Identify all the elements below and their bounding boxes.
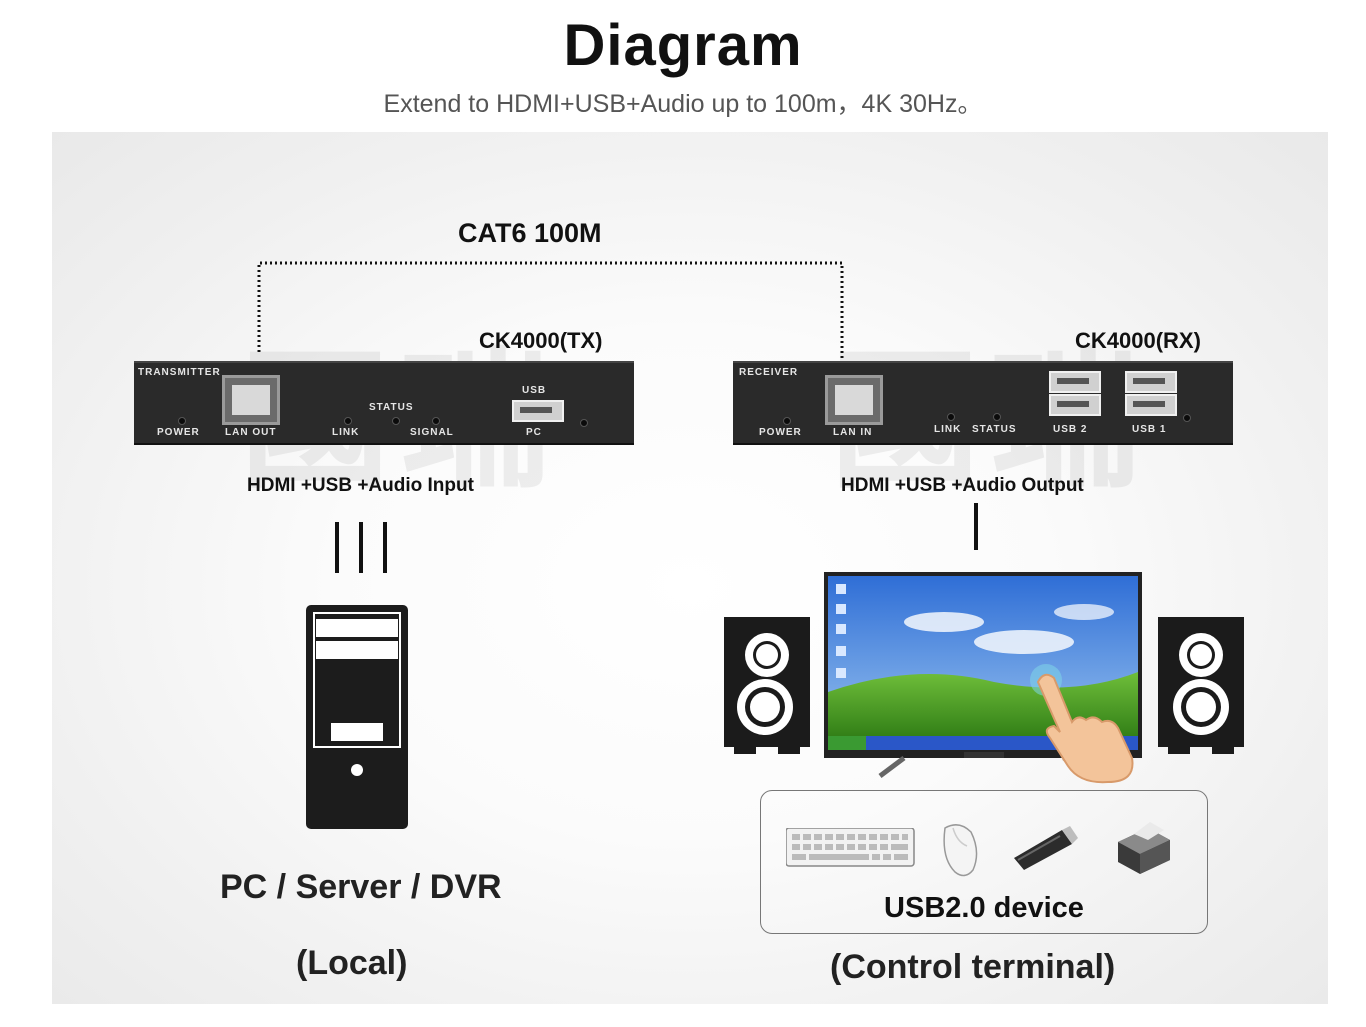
speaker-left-icon bbox=[724, 617, 810, 754]
tx-link-label: LINK bbox=[332, 427, 360, 438]
rx-power-label: POWER bbox=[759, 427, 802, 438]
rx-power-led bbox=[783, 417, 791, 425]
usb-flash-drive-icon bbox=[1014, 826, 1078, 870]
tx-io-label: HDMI +USB +Audio Input bbox=[247, 475, 474, 496]
rx-lan-port bbox=[825, 375, 883, 425]
tx-usb-port bbox=[512, 400, 564, 422]
page-subtitle: Extend to HDMI+USB+Audio up to 100m，4K 3… bbox=[383, 90, 983, 118]
tx-power-label: POWER bbox=[157, 427, 200, 438]
speaker-right-icon bbox=[1158, 617, 1244, 754]
power-led bbox=[178, 417, 186, 425]
rx-usb1-port-bottom bbox=[1125, 394, 1177, 416]
tx-status-label: STATUS bbox=[369, 402, 414, 413]
rx-link-label: LINK bbox=[934, 424, 962, 435]
rx-link-led bbox=[947, 413, 955, 421]
local-sublabel: (Local) bbox=[296, 944, 408, 982]
cable-label: CAT6 100M bbox=[458, 218, 602, 248]
mouse-icon bbox=[943, 824, 978, 877]
remote-sublabel: (Control terminal) bbox=[830, 948, 1116, 986]
receiver-model: CK4000(RX) bbox=[1075, 328, 1201, 353]
tx-extra-led bbox=[580, 419, 588, 427]
tx-signal-led bbox=[432, 417, 440, 425]
transmitter-device: TRANSMITTER POWER LAN OUT LINK STATUS SI… bbox=[134, 361, 634, 445]
keyboard-icon bbox=[786, 828, 915, 867]
usb-device-label: USB2.0 device bbox=[884, 892, 1084, 924]
rx-usb2-port-top bbox=[1049, 371, 1101, 393]
rx-extra-led bbox=[1183, 414, 1191, 422]
diagram-panel bbox=[52, 132, 1328, 1004]
tx-pc-label: PC bbox=[526, 427, 542, 438]
tx-lan-port bbox=[222, 375, 280, 425]
rx-usb2-label: USB 2 bbox=[1053, 424, 1088, 435]
rx-io-label: HDMI +USB +Audio Output bbox=[841, 475, 1084, 496]
tx-usb-label: USB bbox=[522, 385, 547, 396]
hand-touch-icon bbox=[1030, 664, 1134, 784]
usb-device-box bbox=[760, 790, 1208, 934]
page-title: Diagram bbox=[563, 13, 803, 78]
tx-link-led bbox=[344, 417, 352, 425]
local-label: PC / Server / DVR bbox=[220, 868, 502, 906]
rx-usb2-port-bottom bbox=[1049, 394, 1101, 416]
pc-tower-icon bbox=[306, 605, 408, 829]
rx-status-label: STATUS bbox=[972, 424, 1017, 435]
receiver-panel-label: RECEIVER bbox=[739, 367, 799, 378]
rx-lan-label: LAN IN bbox=[833, 427, 873, 438]
tx-signal-label: SIGNAL bbox=[410, 427, 454, 438]
tx-lan-label: LAN OUT bbox=[225, 427, 277, 438]
transmitter-panel-label: TRANSMITTER bbox=[138, 367, 221, 378]
rx-usb1-port-top bbox=[1125, 371, 1177, 393]
rx-status-led bbox=[993, 413, 1001, 421]
rx-usb1-label: USB 1 bbox=[1132, 424, 1167, 435]
transmitter-model: CK4000(TX) bbox=[479, 328, 603, 353]
tx-status-led bbox=[392, 417, 400, 425]
receiver-device: RECEIVER POWER LAN IN LINK STATUS USB 2 … bbox=[733, 361, 1233, 445]
printer-icon bbox=[1118, 822, 1170, 874]
